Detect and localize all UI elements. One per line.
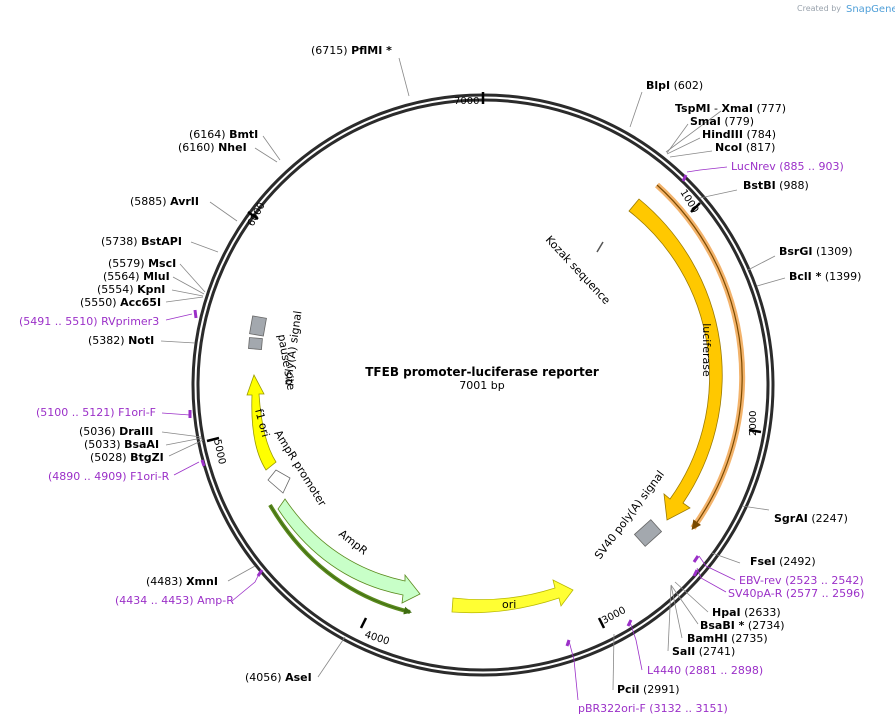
sv40-polya-label: SV40 poly(A) signal (592, 468, 667, 562)
site-hindiii[interactable]: HindIII (784) (702, 128, 776, 141)
site-bcli[interactable]: BclI * (1399) (789, 270, 861, 283)
ampr-promoter-label: AmpR promoter (271, 428, 329, 509)
site-smai[interactable]: SmaI (779) (690, 115, 754, 128)
site-hpai[interactable]: HpaI (2633) (712, 606, 781, 619)
pause-site-feature[interactable] (249, 315, 267, 337)
tick-label-3000: 3000 (600, 605, 628, 627)
primer-l4440[interactable]: L4440 (2881 .. 2898) (647, 664, 763, 677)
site-bstbi[interactable]: BstBI (988) (743, 179, 809, 192)
primer-f1ori-r[interactable]: (4890 .. 4909) F1ori-R (48, 470, 170, 483)
site-nhei[interactable]: (6160) NheI (178, 141, 247, 154)
ampr-feature[interactable] (277, 498, 421, 604)
site-draiii[interactable]: (5036) DraIII (79, 425, 153, 438)
site-sgrai[interactable]: SgrAI (2247) (774, 512, 848, 525)
site-bamhi[interactable]: BamHI (2735) (687, 632, 768, 645)
primer-rvprimer3[interactable]: (5491 .. 5510) RVprimer3 (19, 315, 159, 328)
ampr-orf-arrow (269, 504, 412, 615)
site-asei[interactable]: (4056) AseI (245, 671, 312, 684)
site-avrii[interactable]: (5885) AvrII (130, 195, 199, 208)
luciferase-label: luciferase (700, 323, 713, 377)
ori-feature[interactable] (451, 579, 574, 614)
site-sali[interactable]: SalI (2741) (672, 645, 735, 658)
primer-lucnrev[interactable]: LucNrev (885 .. 903) (731, 160, 844, 173)
snapgene-logo: SnapGene (846, 4, 895, 15)
credit-prefix: Created by (797, 4, 841, 13)
tick-label-7000: 7000 (454, 96, 479, 107)
site-bmti[interactable]: (6164) BmtI (189, 128, 258, 141)
ampr-promoter-feature[interactable] (267, 469, 291, 494)
tick-label-2000: 2000 (748, 411, 759, 436)
site-mlui[interactable]: (5564) MluI (103, 270, 170, 283)
site-bsaai[interactable]: (5033) BsaAI (84, 438, 159, 451)
site-msci[interactable]: (5579) MscI (108, 257, 176, 270)
site-bsabi[interactable]: BsaBI * (2734) (700, 619, 785, 632)
plasmid-length: 7001 bp (459, 379, 504, 392)
luciferase-orf-arrow (656, 184, 743, 530)
primer-pbr322ori-f[interactable]: pBR322ori-F (3132 .. 3151) (578, 702, 728, 715)
site-bstapi[interactable]: (5738) BstAPI (101, 235, 182, 248)
sv40-polya-feature[interactable] (633, 519, 663, 547)
polya-signal-feature[interactable] (248, 337, 263, 351)
site-pcii[interactable]: PciI (2991) (617, 683, 680, 696)
primer-amp-r[interactable]: (4434 .. 4453) Amp-R (115, 594, 234, 607)
primer-leaders (161, 166, 736, 701)
primer-f1ori-f[interactable]: (5100 .. 5121) F1ori-F (36, 406, 156, 419)
kozak-mark (596, 241, 604, 253)
tick-marks (206, 92, 762, 629)
site-xmni[interactable]: (4483) XmnI (146, 575, 218, 588)
site-tspmi-xmai[interactable]: TspMI - XmaI (777) (675, 102, 786, 115)
primer-marks (188, 174, 700, 647)
tick-label-5000: 5000 (211, 438, 227, 465)
site-leaders (160, 57, 786, 691)
site-btgzi[interactable]: (5028) BtgZI (90, 451, 164, 464)
site-ncoi[interactable]: NcoI (817) (715, 141, 775, 154)
site-bsrgi[interactable]: BsrGI (1309) (779, 245, 853, 258)
luciferase-feature[interactable] (628, 198, 723, 521)
site-fsei[interactable]: FseI (2492) (750, 555, 816, 568)
site-kpni[interactable]: (5554) KpnI (97, 283, 165, 296)
f1-ori-feature[interactable] (246, 374, 277, 471)
primer-sv40pa-r[interactable]: SV40pA-R (2577 .. 2596) (728, 587, 864, 600)
site-pflmi[interactable]: (6715) PflMI * (311, 44, 392, 57)
site-acc65i[interactable]: (5550) Acc65I (80, 296, 161, 309)
site-noti[interactable]: (5382) NotI (88, 334, 154, 347)
ampr-label: AmpR (336, 527, 370, 558)
ori-label: ori (502, 598, 516, 611)
site-blpi[interactable]: BlpI (602) (646, 79, 703, 92)
primer-ebv-rev[interactable]: EBV-rev (2523 .. 2542) (739, 574, 864, 587)
plasmid-name: TFEB promoter-luciferase reporter (365, 365, 599, 379)
